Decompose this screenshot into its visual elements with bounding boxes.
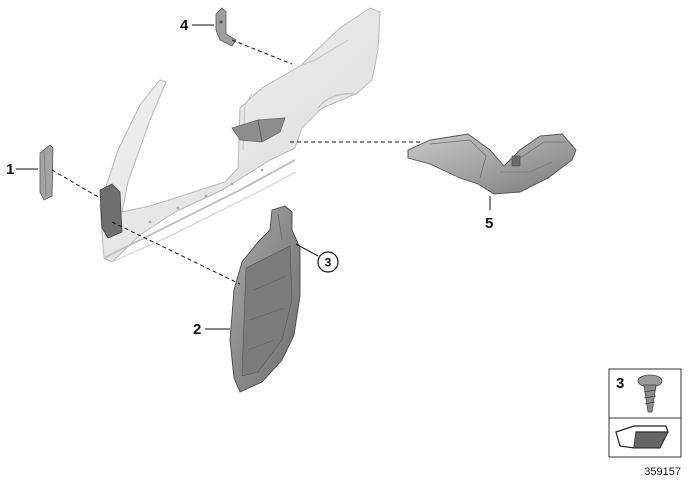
part-1-trim-piece [39,144,54,201]
fastener-legend: 3 [608,368,682,458]
body-mount-bracket [231,117,286,143]
arrow-icon [615,425,669,449]
part-2-side-panel [229,205,301,393]
figure-number: 359157 [644,466,681,478]
callout-2-label: 2 [193,321,201,338]
callout-2: 2 [193,321,230,338]
callout-3: 3 [295,243,339,273]
callout-1: 1 [6,161,38,178]
callout-1-label: 1 [6,161,14,178]
part-4-bracket [215,7,237,47]
dashed-leader-lines [51,39,420,285]
part-5-duct-trim [407,133,577,195]
callout-4-label: 4 [180,17,189,34]
callout-5: 5 [485,196,493,232]
callout-3-label: 3 [325,256,332,270]
a-pillar-insert [99,183,123,239]
callout-4: 4 [180,17,214,34]
clip-icon [637,374,663,413]
callout-5-label: 5 [485,215,493,232]
legend-clip-number: 3 [616,375,624,392]
